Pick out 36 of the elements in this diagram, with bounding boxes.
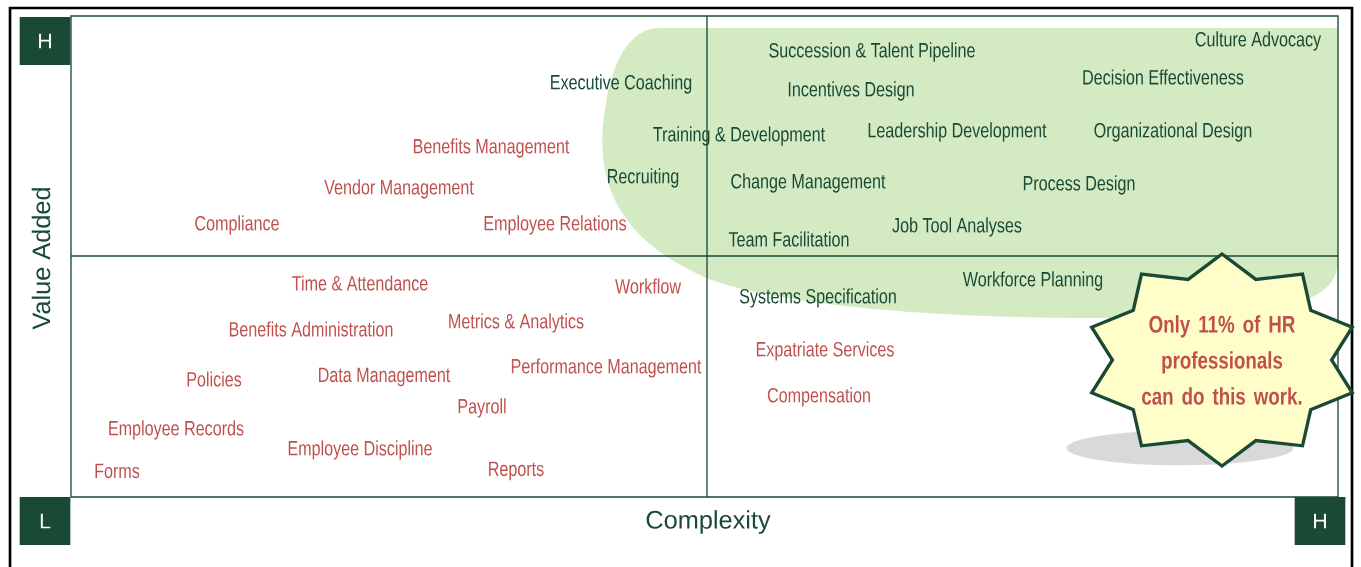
activity-label: Reports [489, 461, 544, 481]
activity-label: Vendor Management [324, 179, 474, 199]
activity-label: Decision Effectiveness [1083, 69, 1244, 85]
activity-label: Change Management [731, 173, 886, 193]
activity-label: Performance Management [511, 358, 702, 378]
activity-label: Culture Advocacy [1195, 31, 1322, 51]
activity-label: Policies [187, 371, 242, 387]
activity-label: Succession & Talent Pipeline [769, 42, 975, 62]
activity-label: Systems Specification [739, 288, 896, 308]
activity-label: Time & Attendance [292, 275, 428, 291]
activity-label: Compliance [195, 215, 279, 235]
activity-label: Benefits Administration [229, 321, 393, 337]
axis-title: Complexity [646, 510, 771, 534]
activity-label: Workflow [615, 278, 682, 294]
activity-label: Payroll [458, 398, 506, 418]
activity-label: Forms [95, 463, 140, 479]
activity-label: Employee Discipline [288, 440, 432, 460]
corner-label: H [19, 17, 71, 65]
activity-label: Team Facilitation [728, 231, 849, 247]
corner-label: L [19, 497, 71, 545]
activity-label: Data Management [319, 367, 451, 387]
activity-label: Employee Records [109, 420, 244, 440]
activity-label: Job Tool Analyses [892, 217, 1022, 237]
activity-label: Metrics & Analytics [449, 313, 584, 333]
activity-label: Incentives Design [788, 81, 914, 101]
activity-label: Process Design [1023, 175, 1135, 195]
activity-label: Employee Relations [484, 215, 627, 235]
activity-label: Expatriate Services [756, 341, 894, 361]
activity-label: Organizational Design [1094, 122, 1252, 142]
activity-label: Benefits Management [413, 138, 570, 158]
activity-label: Executive Coaching [551, 74, 692, 94]
activity-label: Recruiting [608, 168, 679, 188]
activity-label: Compensation [767, 387, 870, 407]
activity-label: Leadership Development [868, 122, 1047, 142]
corner-label: H [1294, 497, 1346, 545]
axis-title: Value Added [31, 188, 51, 330]
